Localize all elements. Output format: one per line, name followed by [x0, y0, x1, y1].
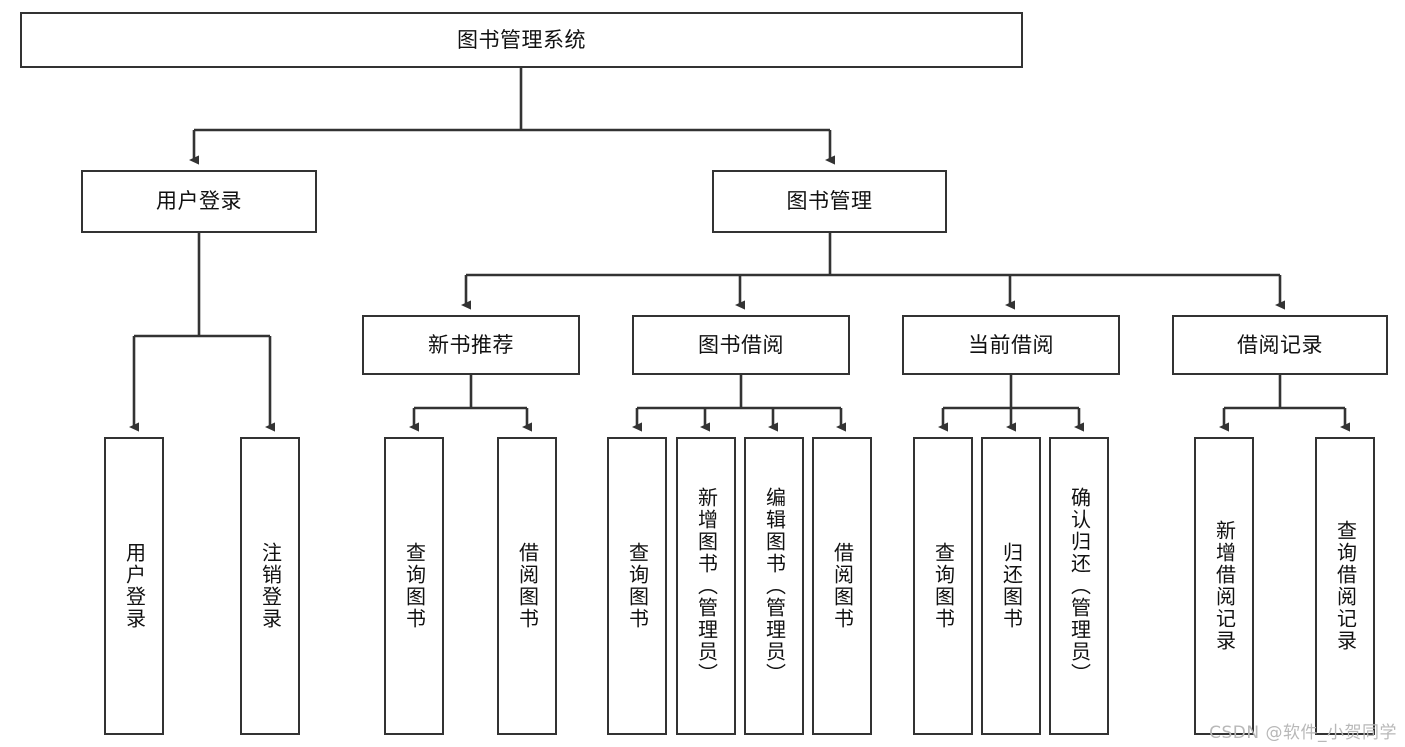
- node-label: 借阅图书: [515, 542, 540, 630]
- leaf-query-book-current[interactable]: 查询图书: [913, 437, 973, 735]
- leaf-logout[interactable]: 注销登录: [240, 437, 300, 735]
- node-label: 查询图书: [931, 542, 956, 630]
- leaf-user-login[interactable]: 用户登录: [104, 437, 164, 735]
- leaf-borrow-book[interactable]: 借阅图书: [812, 437, 872, 735]
- node-label: 新增图书（管理员）: [694, 487, 719, 685]
- node-label: 借阅图书: [830, 542, 855, 630]
- node-label: 注销登录: [258, 542, 283, 630]
- node-new-book-recommend[interactable]: 新书推荐: [362, 315, 580, 375]
- node-label: 确认归还（管理员）: [1067, 487, 1092, 685]
- node-label: 图书管理: [786, 189, 873, 214]
- leaf-add-book-admin[interactable]: 新增图书（管理员）: [676, 437, 736, 735]
- node-label: 查询借阅记录: [1333, 520, 1358, 652]
- leaf-query-book-borrow[interactable]: 查询图书: [607, 437, 667, 735]
- node-label: 当前借阅: [968, 332, 1054, 357]
- node-user-login[interactable]: 用户登录: [81, 170, 317, 233]
- node-current-borrow[interactable]: 当前借阅: [902, 315, 1120, 375]
- node-label: 查询图书: [625, 542, 650, 630]
- node-label: 图书管理系统: [457, 27, 586, 52]
- node-label: 归还图书: [999, 542, 1024, 630]
- node-label: 编辑图书（管理员）: [762, 487, 787, 685]
- leaf-edit-book-admin[interactable]: 编辑图书（管理员）: [744, 437, 804, 735]
- leaf-add-borrow-record[interactable]: 新增借阅记录: [1194, 437, 1254, 735]
- node-root-book-management-system[interactable]: 图书管理系统: [20, 12, 1023, 68]
- node-label: 新增借阅记录: [1212, 520, 1237, 652]
- node-label: 用户登录: [156, 189, 242, 214]
- node-borrow-record[interactable]: 借阅记录: [1172, 315, 1388, 375]
- node-label: 用户登录: [122, 542, 147, 630]
- node-label: 借阅记录: [1237, 332, 1323, 357]
- node-label: 新书推荐: [428, 332, 514, 357]
- leaf-query-borrow-record[interactable]: 查询借阅记录: [1315, 437, 1375, 735]
- leaf-confirm-return-admin[interactable]: 确认归还（管理员）: [1049, 437, 1109, 735]
- leaf-return-book[interactable]: 归还图书: [981, 437, 1041, 735]
- node-label: 查询图书: [402, 542, 427, 630]
- leaf-borrow-book-recommend[interactable]: 借阅图书: [497, 437, 557, 735]
- node-label: 图书借阅: [698, 332, 784, 357]
- node-book-management[interactable]: 图书管理: [712, 170, 947, 233]
- node-book-borrow[interactable]: 图书借阅: [632, 315, 850, 375]
- csdn-watermark: CSDN @软件_小贺同学: [1209, 723, 1397, 743]
- leaf-query-book-recommend[interactable]: 查询图书: [384, 437, 444, 735]
